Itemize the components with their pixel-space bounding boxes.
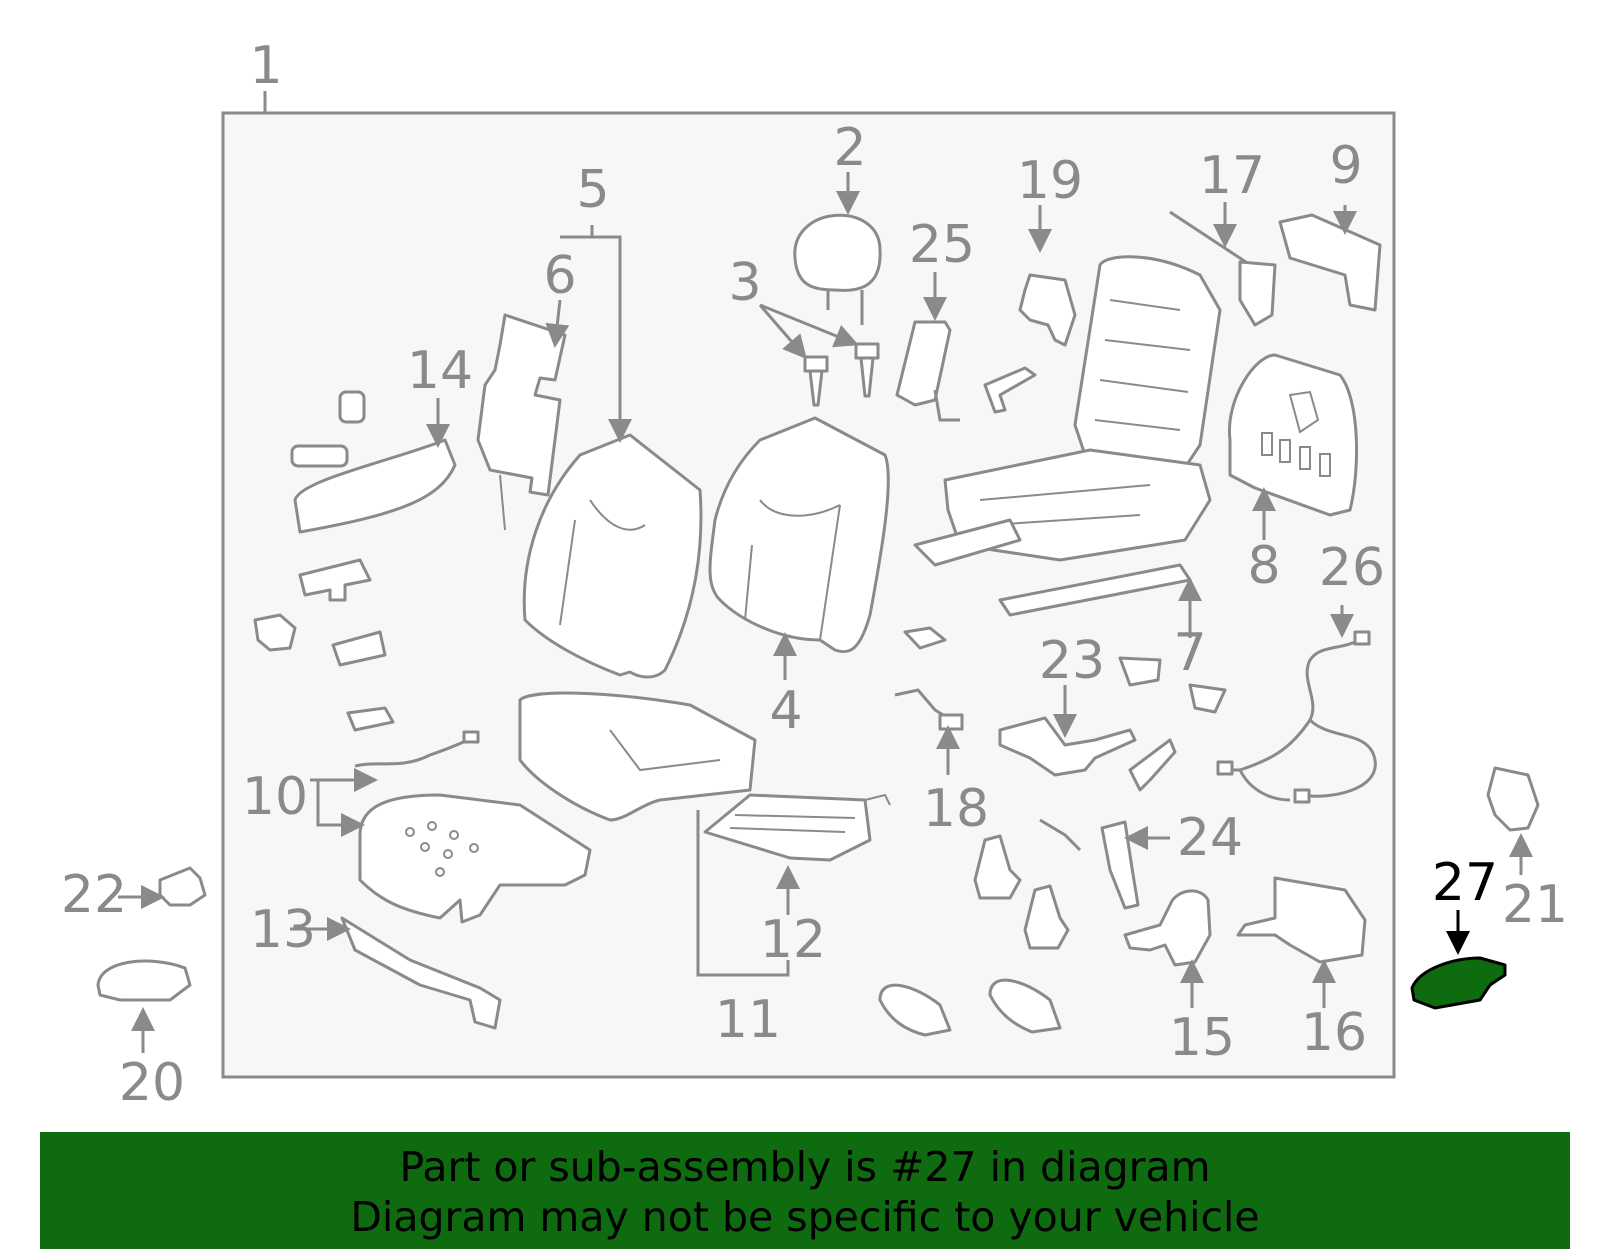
part-side-airbag	[895, 320, 952, 407]
callout-22: 22	[61, 865, 127, 925]
part-wire-harness	[1225, 638, 1377, 802]
part-headrest-guides	[803, 342, 880, 407]
part-seatback-heater	[476, 313, 567, 497]
part-headrest	[793, 213, 882, 325]
part-switch-base	[96, 959, 192, 1002]
part-cushion-wire	[354, 736, 473, 768]
callout-6: 6	[543, 246, 576, 306]
callout-23: 23	[1039, 631, 1105, 691]
part-recliner-link	[1169, 210, 1256, 270]
callout-15: 15	[1169, 1008, 1235, 1068]
callout-24: 24	[1177, 808, 1243, 868]
part-recliner-knob	[1123, 889, 1212, 967]
part-seatback-pad	[522, 433, 703, 679]
callout-5: 5	[576, 160, 609, 220]
parts-diagram: 1 2 3 4 5 6 7 8 9 10 11 12 13 14 15 16 1…	[61, 36, 1568, 1113]
part-27-highlighted	[1410, 956, 1507, 1010]
callout-2: 2	[833, 118, 866, 178]
part-storage-tray	[1236, 876, 1367, 964]
part-hinge-cover	[988, 978, 1062, 1034]
info-banner: Part or sub-assembly is #27 in diagram D…	[40, 1132, 1570, 1249]
banner-line-part: Part or sub-assembly is #27 in diagram	[399, 1143, 1211, 1191]
part-front-trim	[340, 916, 502, 1030]
part-seat-motor	[998, 716, 1137, 777]
part-recliner-cover	[1018, 273, 1077, 347]
callout-9: 9	[1329, 136, 1362, 196]
part-hinge-cover	[1023, 884, 1070, 950]
part-bracket	[346, 706, 395, 732]
part-cushion-heater	[703, 793, 872, 862]
callout-1: 1	[249, 36, 282, 96]
part-bracket	[331, 630, 387, 667]
callout-10: 10	[242, 767, 308, 827]
part-back-bracket	[1278, 213, 1382, 312]
callout-7: 7	[1173, 623, 1206, 683]
part-recliner-arm	[983, 366, 1037, 414]
part-slide-bracket	[1128, 738, 1177, 792]
banner-line-disclaimer: Diagram may not be specific to your vehi…	[350, 1193, 1260, 1241]
callout-26: 26	[1319, 538, 1385, 598]
part-cushion-cover	[518, 691, 757, 822]
part-bracket	[298, 558, 372, 602]
callout-11: 11	[715, 990, 781, 1050]
part-side-shield	[293, 438, 457, 534]
part-switch-knob	[158, 866, 207, 907]
callout-17: 17	[1199, 146, 1265, 206]
part-recliner-cover-outer	[1486, 766, 1540, 832]
callout-12: 12	[760, 910, 826, 970]
callout-16: 16	[1301, 1003, 1367, 1063]
callout-3: 3	[728, 253, 761, 313]
callout-13: 13	[250, 900, 316, 960]
part-clip	[1188, 683, 1227, 714]
part-clip	[903, 626, 947, 650]
callout-4: 4	[769, 681, 802, 741]
part-recliner-bracket	[1238, 260, 1277, 327]
callout-8: 8	[1247, 536, 1280, 596]
part-bracket	[253, 613, 297, 652]
part-clip	[1118, 656, 1162, 687]
part-seat-frame	[913, 255, 1222, 617]
callout-20: 20	[119, 1053, 185, 1113]
callout-27-highlighted: 27	[1432, 853, 1498, 913]
callout-14: 14	[407, 341, 473, 401]
part-hinge-cover	[878, 983, 952, 1037]
callout-21: 21	[1502, 875, 1568, 935]
part-harness-24	[1039, 818, 1082, 852]
callout-18: 18	[923, 779, 989, 839]
part-hinge-cover	[973, 834, 1022, 900]
callout-25: 25	[909, 215, 975, 275]
callout-19: 19	[1017, 151, 1083, 211]
part-buckle	[1100, 820, 1140, 910]
part-cushion-pad	[358, 793, 592, 924]
